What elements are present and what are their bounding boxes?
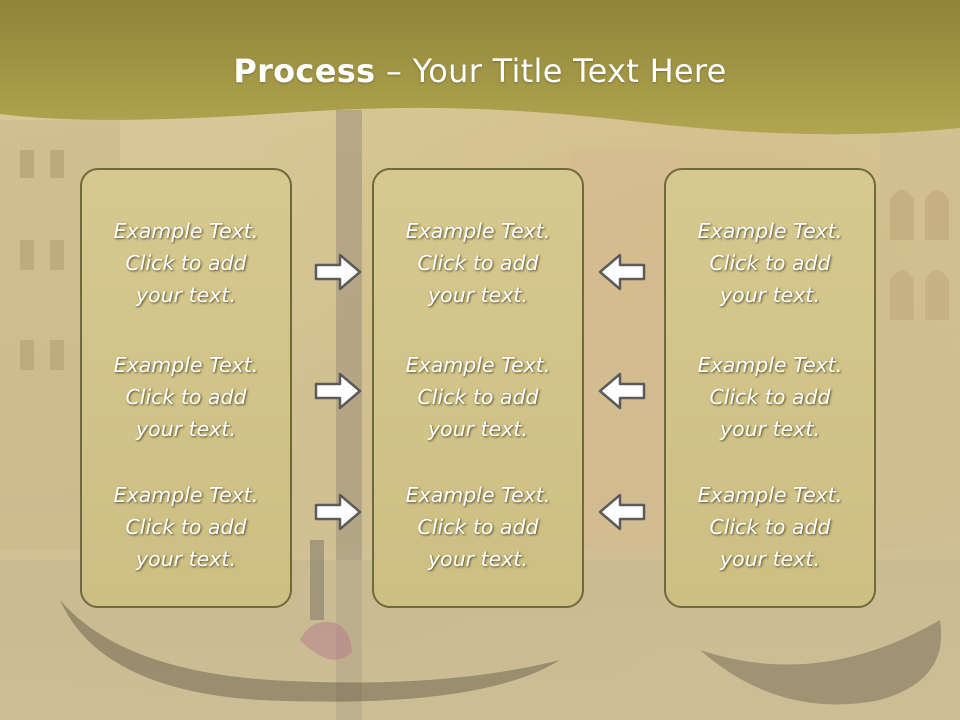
text-item[interactable]: Example Text. Click to add your text. xyxy=(374,215,582,311)
arrow-right-icon xyxy=(314,493,362,531)
text-item[interactable]: Example Text. Click to add your text. xyxy=(82,215,290,311)
arrow-left-icon xyxy=(598,253,646,291)
process-box-center[interactable]: Example Text. Click to add your text. Ex… xyxy=(372,168,584,608)
text-line: Click to add xyxy=(709,385,831,409)
text-line: Example Text. xyxy=(697,219,843,243)
process-box-left[interactable]: Example Text. Click to add your text. Ex… xyxy=(80,168,292,608)
text-line: your text. xyxy=(428,283,528,307)
text-item[interactable]: Example Text. Click to add your text. xyxy=(666,215,874,311)
arrow-right-icon xyxy=(314,372,362,410)
text-line: Click to add xyxy=(709,251,831,275)
text-line: Click to add xyxy=(417,385,539,409)
text-line: your text. xyxy=(720,417,820,441)
title-band xyxy=(0,0,960,135)
text-line: Click to add xyxy=(125,515,247,539)
text-line: Click to add xyxy=(709,515,831,539)
text-line: your text. xyxy=(136,283,236,307)
text-item[interactable]: Example Text. Click to add your text. xyxy=(666,479,874,575)
text-line: Click to add xyxy=(125,385,247,409)
arrow-left-icon xyxy=(598,493,646,531)
slide-title[interactable]: Process – Your Title Text Here xyxy=(0,52,960,90)
text-item[interactable]: Example Text. Click to add your text. xyxy=(374,349,582,445)
text-line: Click to add xyxy=(417,251,539,275)
arrow-left-icon xyxy=(598,372,646,410)
text-item[interactable]: Example Text. Click to add your text. xyxy=(82,479,290,575)
title-bold: Process xyxy=(233,52,376,90)
text-line: Click to add xyxy=(125,251,247,275)
text-item[interactable]: Example Text. Click to add your text. xyxy=(374,479,582,575)
text-line: your text. xyxy=(428,547,528,571)
text-line: Example Text. xyxy=(405,219,551,243)
text-line: your text. xyxy=(136,417,236,441)
text-line: Example Text. xyxy=(405,483,551,507)
arrow-right-icon xyxy=(314,253,362,291)
text-line: Example Text. xyxy=(113,483,259,507)
title-rest: – Your Title Text Here xyxy=(375,52,727,90)
text-item[interactable]: Example Text. Click to add your text. xyxy=(666,349,874,445)
text-line: your text. xyxy=(136,547,236,571)
text-line: Example Text. xyxy=(113,219,259,243)
text-line: Example Text. xyxy=(113,353,259,377)
text-line: your text. xyxy=(428,417,528,441)
text-line: Example Text. xyxy=(405,353,551,377)
text-line: your text. xyxy=(720,547,820,571)
process-box-right[interactable]: Example Text. Click to add your text. Ex… xyxy=(664,168,876,608)
text-line: Example Text. xyxy=(697,483,843,507)
text-line: your text. xyxy=(720,283,820,307)
text-line: Example Text. xyxy=(697,353,843,377)
text-line: Click to add xyxy=(417,515,539,539)
text-item[interactable]: Example Text. Click to add your text. xyxy=(82,349,290,445)
